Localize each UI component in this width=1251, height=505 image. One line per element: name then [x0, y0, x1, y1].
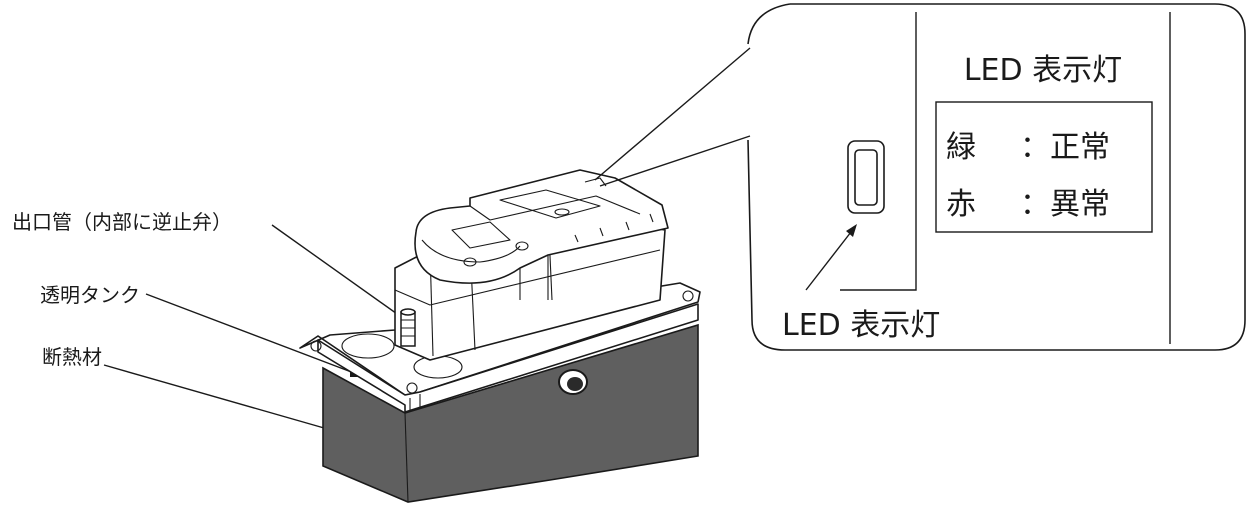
led-legend-box [935, 101, 1153, 233]
led-callout: LED 表示灯 緑 ：正常 赤 ：異常 LED 表示灯 [594, 3, 1246, 351]
legend-color-green: 緑 [946, 130, 976, 165]
top-cover [414, 169, 669, 284]
callout-pointer-bottom [599, 135, 751, 187]
callout-frame [747, 3, 1246, 351]
leader-outlet-pipe [271, 224, 408, 322]
led-arrow [805, 231, 852, 291]
label-outlet-pipe: 出口管（内部に逆止弁） [12, 210, 232, 234]
legend-state-normal: ：正常 [1020, 130, 1110, 165]
outlet-pipe [400, 308, 416, 347]
led-window-icon [847, 140, 885, 214]
led-legend-title: LED 表示灯 [964, 53, 1122, 88]
led-indicator-caption: LED 表示灯 [782, 308, 940, 343]
leader-clear-tank [145, 293, 355, 374]
legend-state-error: ：異常 [1020, 187, 1110, 222]
label-insulation: 断熱材 [42, 345, 102, 369]
pump-unit [299, 169, 701, 503]
callout-pointer-top [594, 47, 751, 181]
leader-insulation [103, 364, 346, 435]
legend-color-red: 赤 [946, 187, 976, 222]
outlet-fitting [558, 369, 588, 395]
insulation-block [322, 323, 699, 503]
clear-tank [317, 303, 699, 413]
label-clear-tank: 透明タンク [40, 283, 140, 307]
